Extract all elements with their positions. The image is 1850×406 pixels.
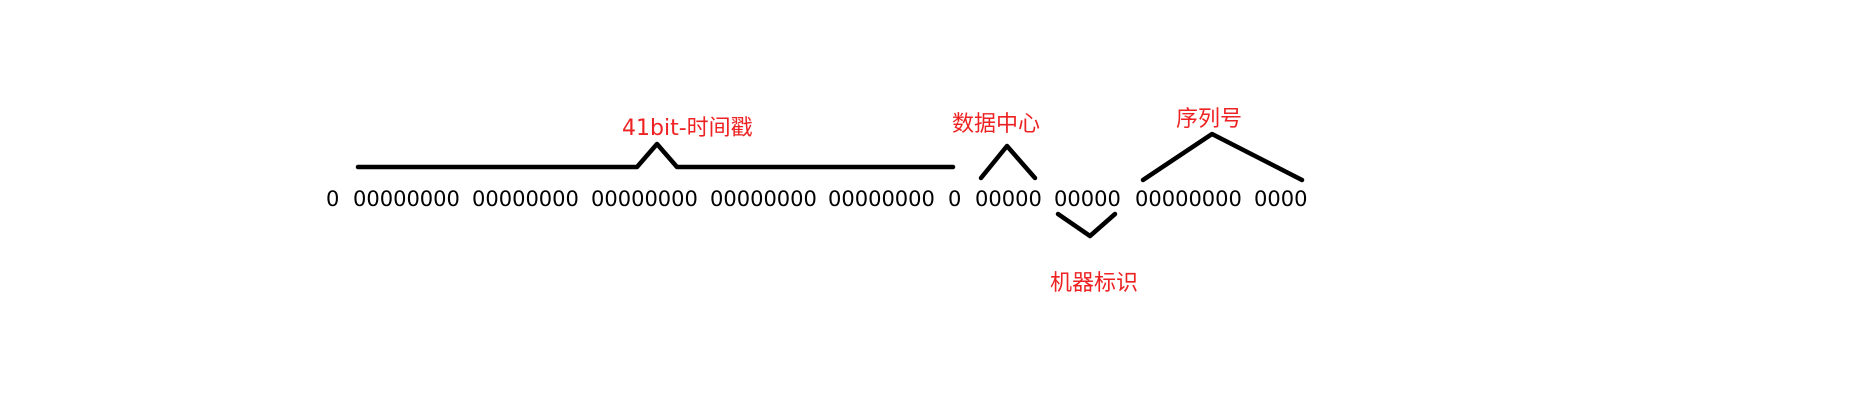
sequence-label: 序列号 [1176,107,1242,132]
machine-brace [1055,211,1118,239]
sequence-tail-bits: 0000 [1254,187,1307,211]
timestamp-byte-5: 00000000 [828,187,935,211]
timestamp-brace [355,141,956,170]
sequence-byte: 00000000 [1135,187,1242,211]
sign-bit: 0 [326,187,339,211]
timestamp-byte-4: 00000000 [710,187,817,211]
timestamp-byte-1: 00000000 [353,187,460,211]
timestamp-last-bit: 0 [948,187,961,211]
datacenter-label: 数据中心 [952,112,1040,137]
datacenter-brace [978,143,1038,181]
sequence-brace [1140,131,1305,183]
machine-label: 机器标识 [1050,271,1138,296]
datacenter-bits: 00000 [975,187,1042,211]
timestamp-label: 41bit-时间戳 [622,116,753,141]
machine-bits: 00000 [1054,187,1121,211]
timestamp-byte-3: 00000000 [591,187,698,211]
timestamp-byte-2: 00000000 [472,187,579,211]
